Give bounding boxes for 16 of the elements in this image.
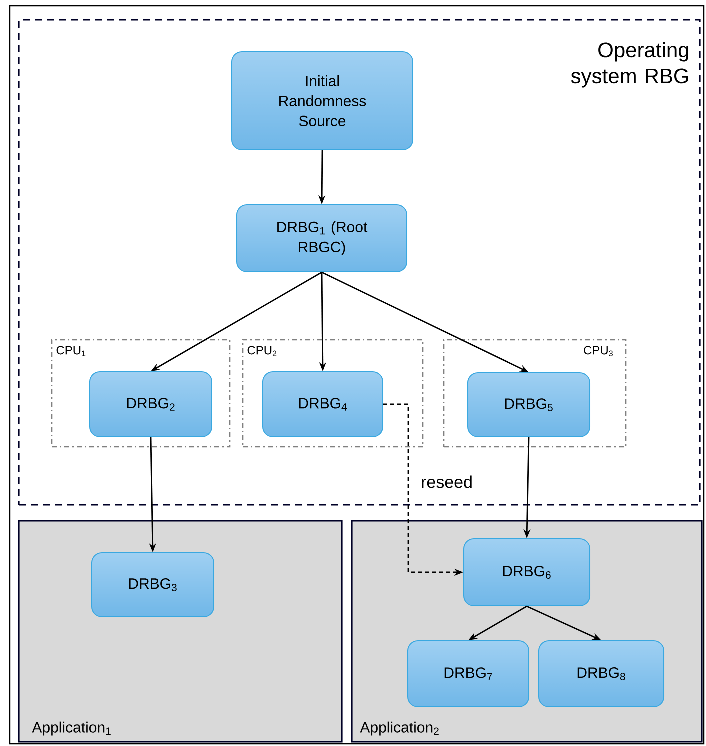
process-box: DRBG$_{2}$ [90,372,212,438]
process-box: DRBG$_{8}$ [538,640,664,708]
container-label: Application$_{2}$ [360,722,439,736]
process-box: DRBG$_{4}$ [262,372,384,438]
container-label: Application$_{1}$ [32,722,111,736]
process-box: DRBG$_{6}$ [464,538,590,606]
container-label: Operating system RBG [571,42,688,88]
container-label: CPU$_{1}$ [56,346,86,356]
process-box: Initial Randomness Source [232,52,414,150]
process-box: DRBG$_{7}$ [408,640,530,708]
process-box: DRBG$_{5}$ [468,372,590,438]
container-label: CPU$_{3}$ [584,346,613,356]
container-label: CPU$_{2}$ [248,346,277,356]
process-box: DRBG$_{1}$ (Root RBGC) [236,204,408,272]
process-box: DRBG$_{3}$ [92,552,214,618]
edge-label: reseed [420,474,474,490]
